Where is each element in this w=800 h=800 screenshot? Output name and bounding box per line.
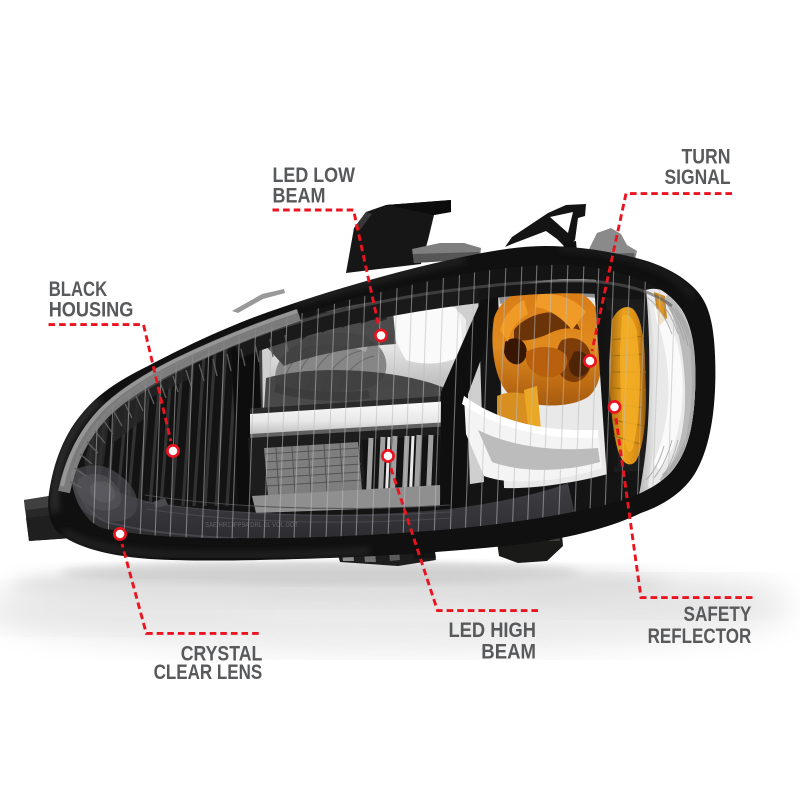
svg-text:SIGNAL: SIGNAL — [665, 166, 731, 189]
svg-text:CRYSTAL: CRYSTAL — [181, 642, 263, 665]
svg-text:REFLECTOR: REFLECTOR — [648, 625, 752, 648]
svg-text:LED HIGH: LED HIGH — [449, 619, 537, 642]
svg-text:CLEAR LENS: CLEAR LENS — [154, 661, 263, 684]
svg-text:LED LOW: LED LOW — [273, 164, 356, 187]
svg-text:SAFETY: SAFETY — [684, 603, 752, 626]
svg-text:BEAM: BEAM — [481, 641, 536, 664]
svg-text:BLACK: BLACK — [49, 278, 107, 301]
svg-text:HOUSING: HOUSING — [49, 299, 134, 322]
svg-text:SAE HR13FP9A DRL 01 VOL DOT: SAE HR13FP9A DRL 01 VOL DOT — [205, 520, 298, 529]
svg-text:TURN: TURN — [682, 146, 731, 169]
svg-text:BEAM: BEAM — [273, 184, 326, 207]
